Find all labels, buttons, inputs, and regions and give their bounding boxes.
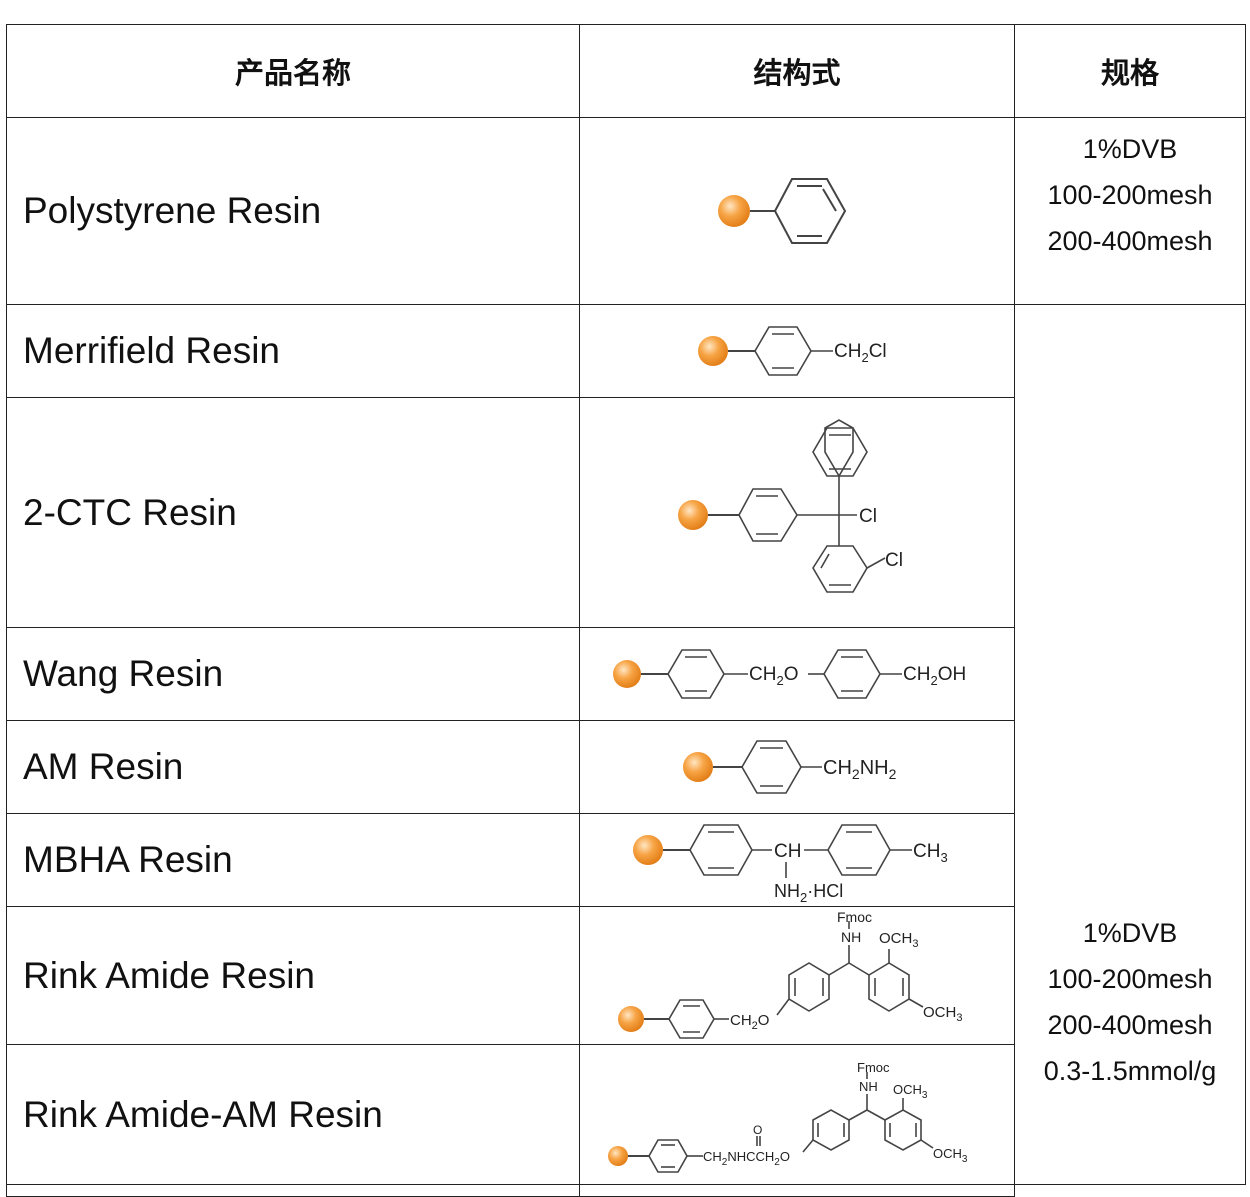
product-name: 2-CTC Resin: [6, 397, 580, 628]
cl-label: Cl: [859, 506, 877, 527]
polystyrene-structure: [579, 117, 1015, 305]
och3-label: OCH3: [893, 1082, 928, 1101]
spec-line: 100-200mesh: [1047, 964, 1213, 994]
header-structure: 结构式: [579, 24, 1015, 118]
table-row: Wang Resin CH2O CH2OH: [6, 627, 1246, 721]
product-name: Polystyrene Resin: [6, 117, 580, 305]
spec-line: 1%DVB: [1082, 134, 1178, 164]
aminomethyl-structure: CH2NH2: [579, 720, 1015, 814]
table-row: Rink Amide-AM Resin CH2NHCCH2O O NH: [6, 1044, 1246, 1185]
header-product-name: 产品名称: [6, 24, 580, 118]
nh-label: NH: [841, 929, 861, 945]
fmoc-label: Fmoc: [857, 1060, 890, 1075]
rink-amide-structure: CH2O NH Fmoc OCH3 OCH3: [579, 906, 1015, 1045]
spec-line: 200-400mesh: [1047, 1010, 1213, 1040]
och3-label: OCH3: [923, 1004, 962, 1024]
och3-label: OCH3: [933, 1146, 968, 1165]
product-name: Rink Amide-AM Resin: [6, 1044, 580, 1185]
table-header-row: 产品名称 结构式 规格: [6, 24, 1246, 118]
cl-label: Cl: [885, 550, 903, 571]
spec-line: 0.3-1.5mmol/g: [1043, 1056, 1217, 1086]
ch2oh-label: CH2OH: [903, 664, 966, 688]
ch-label: CH: [774, 841, 801, 862]
ch2nh2-label: CH2NH2: [823, 757, 897, 782]
table-row: Rink Amide Resin CH2O NH Fmoc: [6, 906, 1246, 1045]
wang-structure: CH2O CH2OH: [579, 627, 1015, 721]
resin-bead: [698, 336, 728, 366]
linker-label: CH2NHCCH2O: [703, 1149, 790, 1168]
product-name: Wang Resin: [6, 627, 580, 721]
header-spec: 规格: [1014, 24, 1246, 118]
table-row: MBHA Resin CH NH2·HCl CH3: [6, 813, 1246, 907]
product-name: AM Resin: [6, 720, 580, 814]
2-chlorotrityl-chloride-structure: Cl Cl: [579, 397, 1015, 628]
nh-label: NH: [859, 1079, 878, 1094]
table-row: AM Resin CH2NH2: [6, 720, 1246, 814]
mbha-structure: CH NH2·HCl CH3: [579, 813, 1015, 907]
fmoc-label: Fmoc: [837, 909, 872, 925]
table-row: 2-CTC Resin Cl Cl: [6, 397, 1246, 628]
resin-bead: [613, 660, 641, 688]
table-row-partial: [6, 1184, 1246, 1197]
och3-label: OCH3: [879, 930, 918, 950]
resin-bead: [633, 835, 663, 865]
product-name: Rink Amide Resin: [6, 906, 580, 1045]
resin-bead: [683, 752, 713, 782]
spec-line: 100-200mesh: [1047, 180, 1213, 210]
merrifield-structure: CH2Cl: [579, 304, 1015, 398]
spec-group-1: 1%DVB 100-200mesh 200-400mesh: [1014, 117, 1246, 305]
table-row: Polystyrene Resin 1%DVB 100-200mesh 200-…: [6, 117, 1246, 305]
table-row: Merrifield Resin CH2Cl 1%DVB 100-200mesh…: [6, 304, 1246, 1185]
ch3-label: CH3: [913, 841, 948, 865]
spec-line: 1%DVB: [1082, 918, 1178, 948]
resin-bead: [608, 1145, 628, 1166]
ch2o-label: CH2O: [730, 1012, 769, 1032]
resin-bead: [618, 1005, 644, 1032]
nh2hcl-label: NH2·HCl: [774, 881, 843, 905]
ch2o-label: CH2O: [749, 664, 798, 688]
resin-table: 产品名称 结构式 规格 Polystyrene Resin 1%DVB 100-…: [6, 24, 1246, 1197]
spec-line: 200-400mesh: [1047, 226, 1213, 256]
spec-group-2: 1%DVB 100-200mesh 200-400mesh 0.3-1.5mmo…: [1014, 304, 1246, 1185]
product-name: Merrifield Resin: [6, 304, 580, 398]
carbonyl-o-label: O: [753, 1123, 762, 1137]
rink-amide-am-structure: CH2NHCCH2O O NH Fmoc OCH3: [579, 1044, 1015, 1185]
product-name: MBHA Resin: [6, 813, 580, 907]
ch2cl-label: CH2Cl: [834, 341, 887, 365]
resin-bead: [678, 499, 708, 530]
resin-bead: [718, 195, 750, 227]
